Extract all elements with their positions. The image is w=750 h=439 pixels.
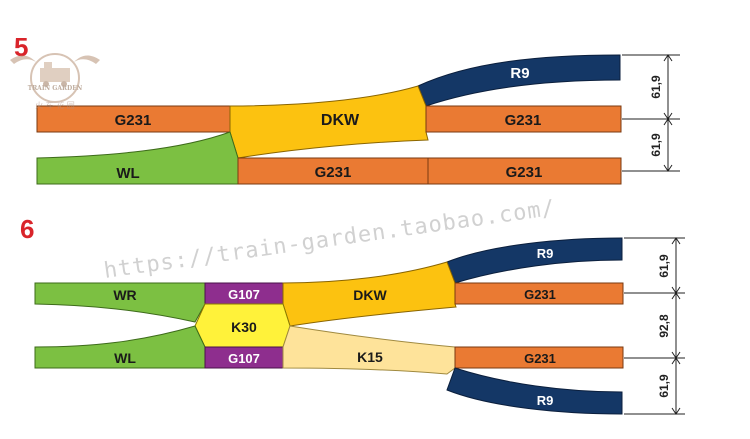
dimension-6-top: 61,9 <box>657 254 671 278</box>
label-g107-bottom: G107 <box>228 351 260 366</box>
label-g231-top: G231 <box>524 287 556 302</box>
label-r9-top: R9 <box>537 246 554 261</box>
label-g231-mid: G231 <box>315 164 352 181</box>
label-g231-left: G231 <box>115 112 152 129</box>
dimension-lines-6 <box>624 237 685 415</box>
track-g231-right-bottom <box>427 157 622 185</box>
track-dkw <box>229 85 429 159</box>
track-g231-top <box>454 282 624 305</box>
dimension-6-bottom: 61,9 <box>657 374 671 398</box>
label-wr: WR <box>113 287 136 303</box>
track-g231-left <box>36 105 231 133</box>
label-dkw: DKW <box>321 112 360 129</box>
label-wl-6: WL <box>114 350 136 366</box>
label-dkw-6: DKW <box>353 287 387 303</box>
track-r9-top <box>446 237 623 284</box>
track-wl-5 <box>36 131 239 185</box>
diagram-5: 5 R9 G231 DKW G231 WL G231 G231 <box>14 32 680 185</box>
label-k30: K30 <box>231 319 257 335</box>
logo-name: TRAIN GARDEN <box>28 85 83 92</box>
diagram-6: 6 R9 WR G107 DKW G231 K30 WL G107 K15 G2… <box>20 214 685 415</box>
dimension-5-bottom: 61,9 <box>649 133 663 157</box>
label-g231-right-bottom: G231 <box>506 164 543 181</box>
label-k15: K15 <box>357 349 383 365</box>
track-dkw-6 <box>282 261 457 327</box>
label-r9: R9 <box>510 65 529 82</box>
label-g107-top: G107 <box>228 287 260 302</box>
track-wr <box>34 282 206 323</box>
label-g231-bottom: G231 <box>524 351 556 366</box>
label-g231-right-top: G231 <box>505 112 542 129</box>
label-wl-5: WL <box>116 165 139 182</box>
dimension-5-top: 61,9 <box>649 75 663 99</box>
track-g231-right-top <box>425 105 622 133</box>
track-g231-bottom <box>454 346 624 369</box>
track-r9-bottom <box>446 367 623 415</box>
diagram-number-6: 6 <box>20 214 34 244</box>
logo-chinese: 火 车 花 园 <box>35 100 75 110</box>
diagram-number-5: 5 <box>14 32 28 62</box>
track-k15 <box>282 325 456 375</box>
label-r9-bottom: R9 <box>537 393 554 408</box>
train-garden-logo: TRAIN GARDEN 火 车 花 园 <box>10 53 100 110</box>
dimension-lines-5 <box>622 54 680 172</box>
track-r9 <box>417 54 621 107</box>
track-g231-mid <box>237 157 429 185</box>
dimension-6-middle: 92,8 <box>657 314 671 338</box>
track-wl-6 <box>34 325 206 369</box>
